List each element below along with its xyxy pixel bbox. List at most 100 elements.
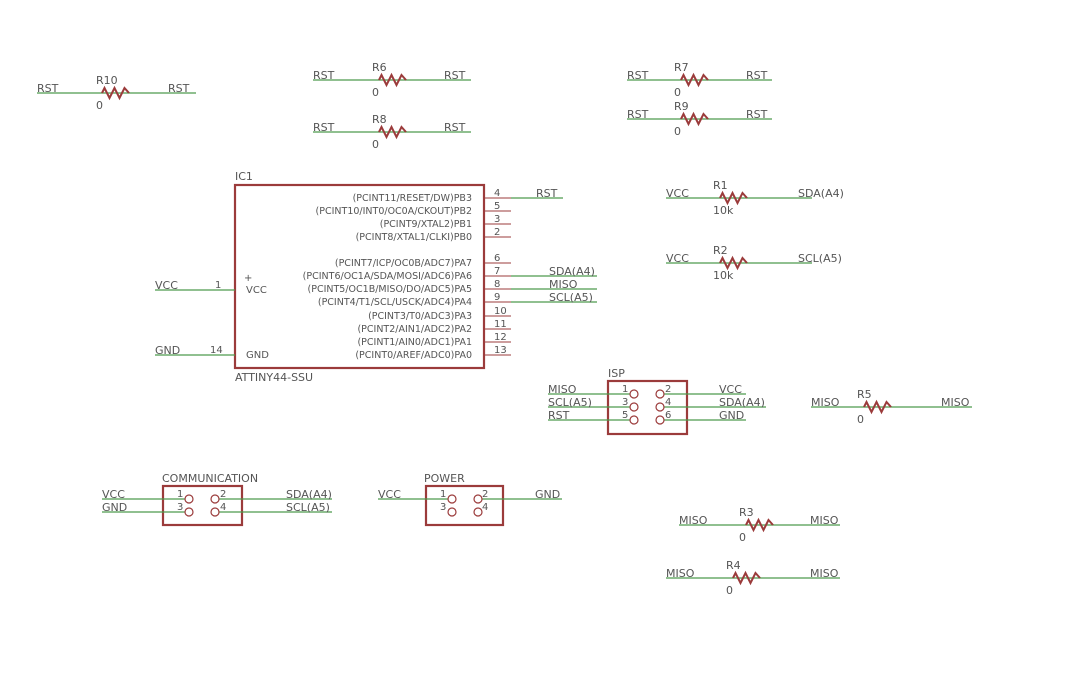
pin-number: 5 bbox=[494, 201, 500, 212]
resistor-value: 0 bbox=[674, 86, 681, 99]
pin-number: 4 bbox=[220, 502, 226, 513]
pin-number: 7 bbox=[494, 266, 500, 277]
header-communication[interactable]: COMMUNICATION VCC GND SDA(A4) SCL(A5) 1 … bbox=[102, 472, 332, 527]
ic1-pin-row: (PCINT1/AIN0/ADC1)PA1 12 bbox=[357, 332, 511, 348]
net-label: VCC bbox=[155, 279, 178, 292]
pin-pad bbox=[447, 494, 457, 504]
pin-number: 3 bbox=[622, 397, 628, 408]
net-label: GND bbox=[535, 488, 560, 501]
pin-number: 3 bbox=[494, 214, 500, 225]
resistor-r10[interactable]: RST RST R10 0 bbox=[37, 74, 196, 112]
pin-label: (PCINT3/T0/ADC3)PA3 bbox=[368, 311, 472, 322]
resistor-r2[interactable]: VCC SCL(A5) R2 10k bbox=[666, 244, 842, 282]
pin-number: 8 bbox=[494, 279, 500, 290]
resistor-value: 0 bbox=[857, 413, 864, 426]
resistor-value: 0 bbox=[372, 86, 379, 99]
resistor-r9[interactable]: RST RST R9 0 bbox=[627, 100, 772, 138]
net-label: SCL(A5) bbox=[798, 252, 842, 265]
net-label: VCC bbox=[666, 187, 689, 200]
resistor-r1[interactable]: VCC SDA(A4) R1 10k bbox=[666, 179, 844, 217]
net-label: RST bbox=[444, 121, 466, 134]
net-label: RST bbox=[536, 187, 558, 200]
pin-number: 2 bbox=[482, 489, 488, 500]
header-body bbox=[424, 484, 505, 527]
pin-pad bbox=[655, 415, 665, 425]
resistor-r6[interactable]: RST RST R6 0 bbox=[313, 61, 471, 99]
pin-label-gnd: GND bbox=[246, 350, 269, 361]
net-label: SCL(A5) bbox=[549, 291, 593, 304]
resistor-r8[interactable]: RST RST R8 0 bbox=[313, 113, 471, 151]
pin-number: 9 bbox=[494, 292, 500, 303]
net-label: SDA(A4) bbox=[286, 488, 332, 501]
pin-pad bbox=[655, 389, 665, 399]
pin-label: (PCINT2/AIN1/ADC2)PA2 bbox=[357, 324, 472, 335]
net-label: MISO bbox=[810, 567, 839, 580]
pin-number: 3 bbox=[440, 502, 446, 513]
net-label: MISO bbox=[666, 567, 695, 580]
ic1-name: IC1 bbox=[235, 170, 253, 183]
net-label: RST bbox=[746, 69, 768, 82]
net-label: RST bbox=[313, 121, 335, 134]
resistor-name: R3 bbox=[739, 506, 754, 519]
pin-label: (PCINT9/XTAL2)PB1 bbox=[380, 219, 472, 230]
pin-pad bbox=[473, 507, 483, 517]
pin-number: 6 bbox=[494, 253, 500, 264]
resistor-r4[interactable]: MISO MISO R4 0 bbox=[666, 559, 840, 597]
header-body bbox=[161, 484, 244, 527]
pin-number: 2 bbox=[220, 489, 226, 500]
net-label: RST bbox=[627, 69, 649, 82]
pin-pad bbox=[210, 507, 220, 517]
resistor-r5[interactable]: MISO MISO R5 0 bbox=[811, 388, 972, 426]
pin-number: 1 bbox=[215, 280, 221, 291]
net-label: VCC bbox=[666, 252, 689, 265]
net-label: MISO bbox=[548, 383, 577, 396]
resistor-value: 10k bbox=[713, 269, 734, 282]
resistor-r3[interactable]: MISO MISO R3 0 bbox=[679, 506, 840, 544]
pin-label: (PCINT6/OC1A/SDA/MOSI/ADC6)PA6 bbox=[303, 271, 472, 282]
resistor-name: R10 bbox=[96, 74, 118, 87]
header-name: COMMUNICATION bbox=[162, 472, 258, 485]
header-isp[interactable]: ISP MISO SCL(A5) RST VCC SDA(A4) GND 1 2… bbox=[548, 367, 766, 436]
header-name: POWER bbox=[424, 472, 465, 485]
ic1-pin-row: (PCINT7/ICP/OC0B/ADC7)PA7 6 bbox=[335, 253, 511, 269]
ic1-pin-row: (PCINT5/OC1B/MISO/DO/ADC5)PA5 8 bbox=[308, 279, 511, 295]
net-label: MISO bbox=[679, 514, 708, 527]
net-label: SDA(A4) bbox=[719, 396, 765, 409]
resistor-value: 0 bbox=[739, 531, 746, 544]
resistor-value: 0 bbox=[96, 99, 103, 112]
net-label: RST bbox=[444, 69, 466, 82]
header-power[interactable]: POWER VCC GND 1 2 3 4 bbox=[378, 472, 562, 527]
pin-pad bbox=[655, 402, 665, 412]
net-label: SCL(A5) bbox=[286, 501, 330, 514]
pin-pad bbox=[184, 494, 194, 504]
pin-number: 2 bbox=[665, 384, 671, 395]
net-label: VCC bbox=[102, 488, 125, 501]
net-label: GND bbox=[102, 501, 127, 514]
pin-number: 4 bbox=[482, 502, 488, 513]
net-label: VCC bbox=[719, 383, 742, 396]
net-label: GND bbox=[155, 344, 180, 357]
net-label: MISO bbox=[811, 396, 840, 409]
net-label: SDA(A4) bbox=[549, 265, 595, 278]
net-label: RST bbox=[313, 69, 335, 82]
ic1-pin-row: (PCINT3/T0/ADC3)PA3 10 bbox=[368, 306, 511, 322]
pin-pad bbox=[473, 494, 483, 504]
resistor-r7[interactable]: RST RST R7 0 bbox=[627, 61, 772, 99]
pin-label: (PCINT7/ICP/OC0B/ADC7)PA7 bbox=[335, 258, 472, 269]
pin-number: 3 bbox=[177, 502, 183, 513]
resistor-value: 0 bbox=[674, 125, 681, 138]
resistor-value: 0 bbox=[372, 138, 379, 151]
resistor-name: R2 bbox=[713, 244, 728, 257]
pin-label: (PCINT4/T1/SCL/USCK/ADC4)PA4 bbox=[318, 297, 472, 308]
pin-pad bbox=[210, 494, 220, 504]
ic1-pin-row: (PCINT11/RESET/DW)PB3 4 bbox=[353, 188, 511, 204]
pin-number: 13 bbox=[494, 345, 507, 356]
ic1[interactable]: IC1 ATTINY44-SSU VCC 1 VCC + GND 14 GND … bbox=[155, 170, 597, 384]
ic1-pin-row: (PCINT0/AREF/ADC0)PA0 13 bbox=[355, 345, 511, 361]
pin-number: 1 bbox=[622, 384, 628, 395]
pin-number: 5 bbox=[622, 410, 628, 421]
pin-number: 4 bbox=[494, 188, 500, 199]
net-label: RST bbox=[548, 409, 570, 422]
pin-number: 6 bbox=[665, 410, 671, 421]
